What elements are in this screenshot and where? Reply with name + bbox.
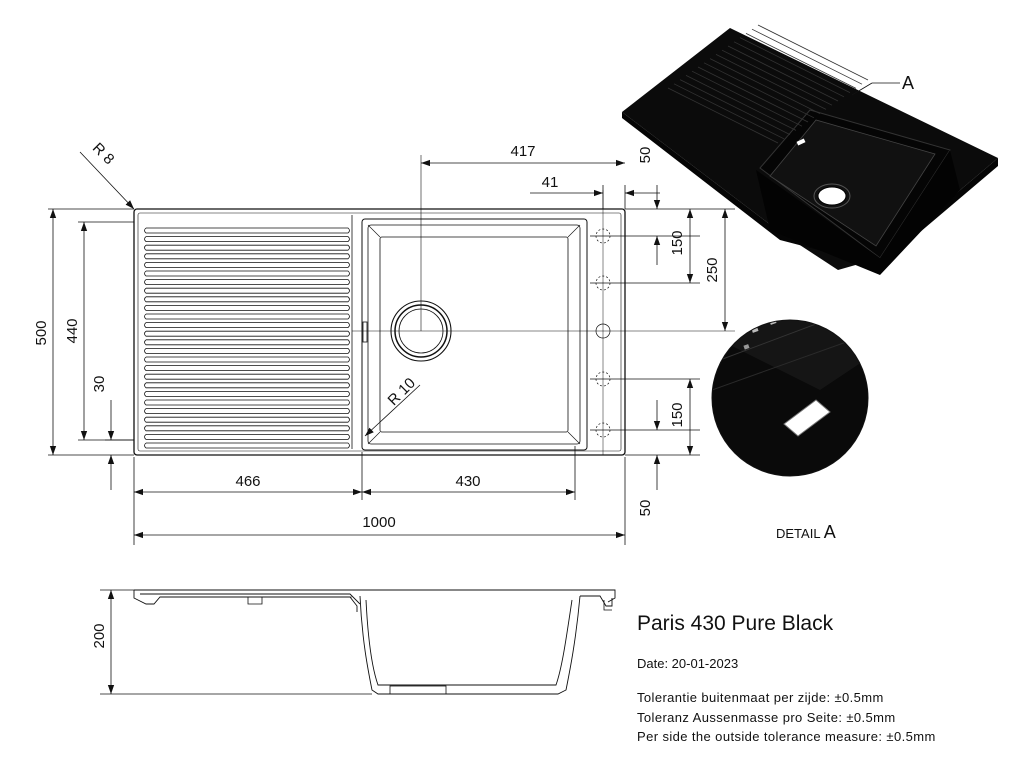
drainer-groove	[144, 408, 350, 414]
detail-a-caption: DETAIL A	[776, 522, 836, 543]
render-groove	[685, 75, 797, 131]
dim-150-bottom: 150	[669, 402, 686, 427]
dimension-lines	[48, 151, 735, 545]
drainer-grooves	[144, 227, 350, 449]
detail-leader	[851, 82, 873, 96]
dim-440: 440	[64, 318, 81, 343]
render-groove	[721, 49, 833, 106]
render-groove	[757, 24, 869, 81]
dim-50-bottom: 50	[637, 500, 654, 517]
drainer-groove	[144, 305, 350, 311]
dim-1000: 1000	[362, 514, 395, 531]
dim-r8: R 8	[89, 140, 118, 169]
detail-callout-letter: A	[902, 73, 915, 93]
drainer-groove	[144, 416, 350, 423]
dim-430: 430	[455, 473, 480, 490]
drainer-groove	[144, 322, 350, 328]
tap-hole-main	[595, 323, 611, 339]
drainer-groove	[144, 356, 350, 363]
dimension-texts: 1000 466 430 417 41 500 440 30 R 8 R 10 …	[33, 140, 721, 649]
drainer-groove	[144, 339, 350, 346]
drainer-groove	[144, 373, 350, 380]
sink-outline-inner	[137, 212, 622, 452]
drainer-groove	[144, 365, 350, 371]
detail-a-view	[711, 319, 869, 477]
sink-3d-render	[622, 24, 998, 275]
dim-r10: R 10	[385, 375, 419, 409]
dim-200: 200	[91, 623, 108, 648]
drainer-groove	[144, 270, 350, 277]
drainer-groove	[144, 279, 350, 285]
render-groove	[691, 70, 803, 127]
drainer-groove	[144, 296, 350, 303]
render-groove	[733, 41, 845, 98]
dim-150-top: 150	[669, 230, 686, 255]
drainer-groove	[144, 262, 350, 268]
render-groove	[703, 62, 815, 119]
dim-41: 41	[542, 174, 559, 191]
sink-side-section	[100, 589, 616, 695]
drainer-groove	[144, 382, 350, 389]
sink-outline	[133, 208, 626, 456]
tolerance-german: Toleranz Aussenmasse pro Seite: ±0.5mm	[637, 710, 896, 725]
dim-250: 250	[704, 257, 721, 282]
tolerance-english: Per side the outside tolerance measure: …	[637, 729, 936, 744]
drainer-groove	[144, 227, 350, 234]
render-groove	[715, 54, 827, 110]
radius-leader-r8	[79, 151, 135, 210]
render-groove	[739, 37, 851, 93]
drainer-groove	[144, 330, 350, 337]
render-groove	[727, 45, 839, 102]
dim-30: 30	[91, 376, 108, 393]
render-groove	[697, 66, 809, 123]
dim-50-top: 50	[637, 147, 654, 164]
bowl-outer	[361, 218, 588, 451]
overflow-slot-detail	[783, 399, 831, 437]
radius-leader-r10	[364, 384, 421, 437]
render-groove	[751, 28, 863, 85]
detail-caption-prefix: DETAIL	[776, 526, 821, 541]
drainer-groove	[144, 313, 350, 320]
drainer-groove	[144, 399, 350, 406]
drainer-groove	[144, 391, 350, 397]
bowl-floor	[379, 236, 569, 433]
drainer-groove	[144, 287, 350, 294]
bowl-rim	[367, 224, 581, 445]
dim-417: 417	[510, 143, 535, 160]
drainer-groove	[144, 434, 350, 440]
detail-caption-letter: A	[823, 522, 836, 542]
dim-466: 466	[235, 473, 260, 490]
render-waste-outlet	[817, 186, 847, 206]
render-groove	[667, 87, 779, 144]
overflow-slot	[362, 321, 368, 343]
render-groove	[745, 33, 857, 89]
drainer-groove	[144, 236, 350, 242]
product-title: Paris 430 Pure Black	[637, 612, 834, 635]
render-groove	[679, 79, 791, 135]
render-groove	[709, 58, 821, 114]
drawing-date: Date: 20-01-2023	[637, 656, 739, 671]
tolerance-dutch: Tolerantie buitenmaat per zijde: ±0.5mm	[637, 690, 884, 705]
drainer-groove	[144, 348, 350, 354]
drainer-groove	[144, 244, 350, 251]
drainer-groove	[144, 253, 350, 260]
drainer-groove	[144, 425, 350, 432]
sink-top-view	[133, 155, 735, 456]
render-groove	[673, 83, 785, 140]
tap-holes	[590, 228, 616, 438]
drainer-groove	[144, 442, 350, 449]
dim-500: 500	[33, 320, 50, 345]
